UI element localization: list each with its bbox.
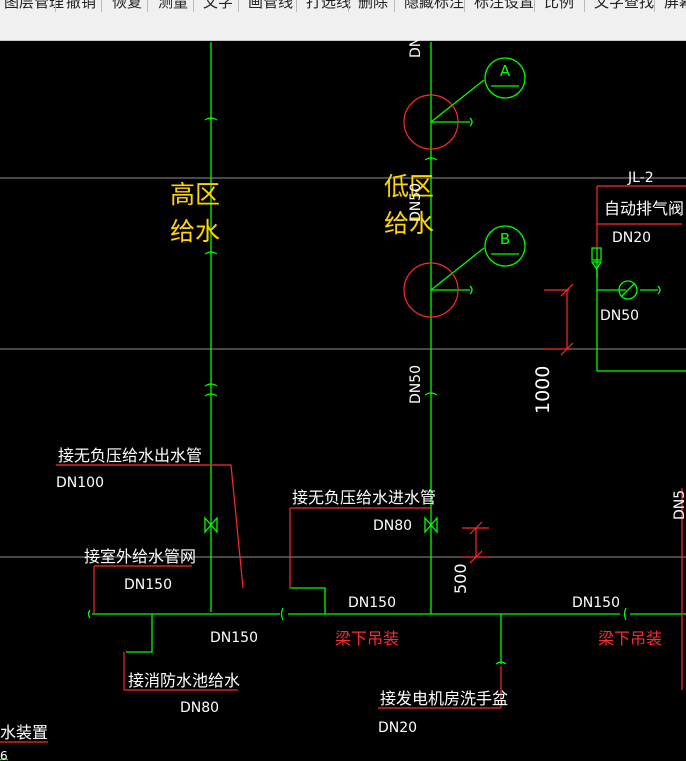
pipes (0, 42, 686, 761)
marker-a-circle (484, 57, 526, 99)
jl2-tag: JL-2 (627, 170, 654, 186)
main-pipe-size-left: DN150 (210, 630, 258, 646)
riser-size-mid: DN50 (408, 183, 424, 222)
no-neg-in-size: DN80 (373, 518, 412, 534)
high-zone-label-line2: 给水 (170, 217, 220, 246)
toolbar-scale[interactable]: 比例 (544, 0, 575, 11)
hanger-note-right: 梁下吊装 (598, 629, 662, 648)
edge-clip-bottom-left: 6 (0, 749, 8, 761)
dimension-1000: 1000 (532, 366, 554, 414)
generator-room-size: DN20 (378, 720, 417, 736)
outdoor-size: DN150 (124, 577, 172, 593)
left-clip-label: 水装置 (0, 723, 48, 742)
low-zone-label-line1: 低区 (384, 172, 434, 201)
low-zone-label-line2: 给水 (384, 209, 434, 238)
fire-pool-size: DN80 (180, 700, 219, 716)
outdoor-label: 接室外给水管网 (84, 547, 196, 566)
jl2-gauge-size: DN50 (600, 308, 639, 324)
main-pipe-size-right: DN150 (572, 595, 620, 611)
no-neg-out-label: 接无负压给水出水管 (58, 446, 202, 465)
riser-size-top: DN50 (408, 40, 424, 58)
toolbar-delete[interactable]: 删除 (358, 0, 389, 11)
toolbar-draw-pipe[interactable]: 画管线 (248, 0, 294, 11)
toolbar-text[interactable]: 文字 (203, 0, 234, 11)
generator-room-label: 接发电机房洗手盆 (380, 689, 508, 708)
valve-low-icon (424, 516, 438, 534)
high-zone-label-line1: 高区 (170, 180, 220, 209)
toolbar-hide-dimension[interactable]: 隐藏标注 (404, 0, 465, 11)
marker-a-label: A (500, 62, 511, 80)
main-pipe-size-mid: DN150 (348, 595, 396, 611)
pressure-gauge-icon (618, 280, 638, 300)
fire-pool-label: 接消防水池给水 (128, 671, 240, 690)
jl2-air-valve-label: 自动排气阀 (604, 199, 684, 218)
red-leaders (0, 94, 686, 743)
fixture-b-circle (403, 262, 459, 318)
grid-lines (0, 177, 686, 558)
fixture-a-circle (403, 94, 459, 150)
jl2-size: DN20 (612, 230, 651, 246)
no-neg-out-size: DN100 (56, 475, 104, 491)
toolbar-layer-manager[interactable]: 图层管理 (4, 0, 65, 11)
top-toolbar: 图层管理 撤销 恢复 测量 文字 画管线 打选线 删除 隐藏标注 标注设置 比例… (0, 0, 686, 41)
toolbar-dimension-settings[interactable]: 标注设置 (474, 0, 535, 11)
toolbar-measure[interactable]: 测量 (158, 0, 189, 11)
toolbar-select-line[interactable]: 打选线 (306, 0, 352, 11)
no-neg-in-label: 接无负压给水进水管 (292, 488, 436, 507)
toolbar-redo[interactable]: 恢复 (112, 0, 143, 11)
riser-size-bottom: DN50 (408, 365, 424, 404)
drawing-canvas[interactable]: 高区 给水 低区 给水 A B DN50 DN50 DN50 JL-2 自动排气… (0, 40, 686, 761)
marker-b-circle (484, 225, 526, 267)
marker-b-label: B (500, 230, 510, 248)
edge-clip-right: DN5 (672, 490, 686, 520)
toolbar-find-text[interactable]: 文字查找 (594, 0, 655, 11)
dimension-500: 500 (451, 563, 470, 594)
hanger-note-left: 梁下吊装 (335, 629, 399, 648)
toolbar-screen[interactable]: 屏幕 (664, 0, 686, 11)
toolbar-undo[interactable]: 撤销 (66, 0, 97, 11)
valve-high-icon (204, 516, 218, 534)
